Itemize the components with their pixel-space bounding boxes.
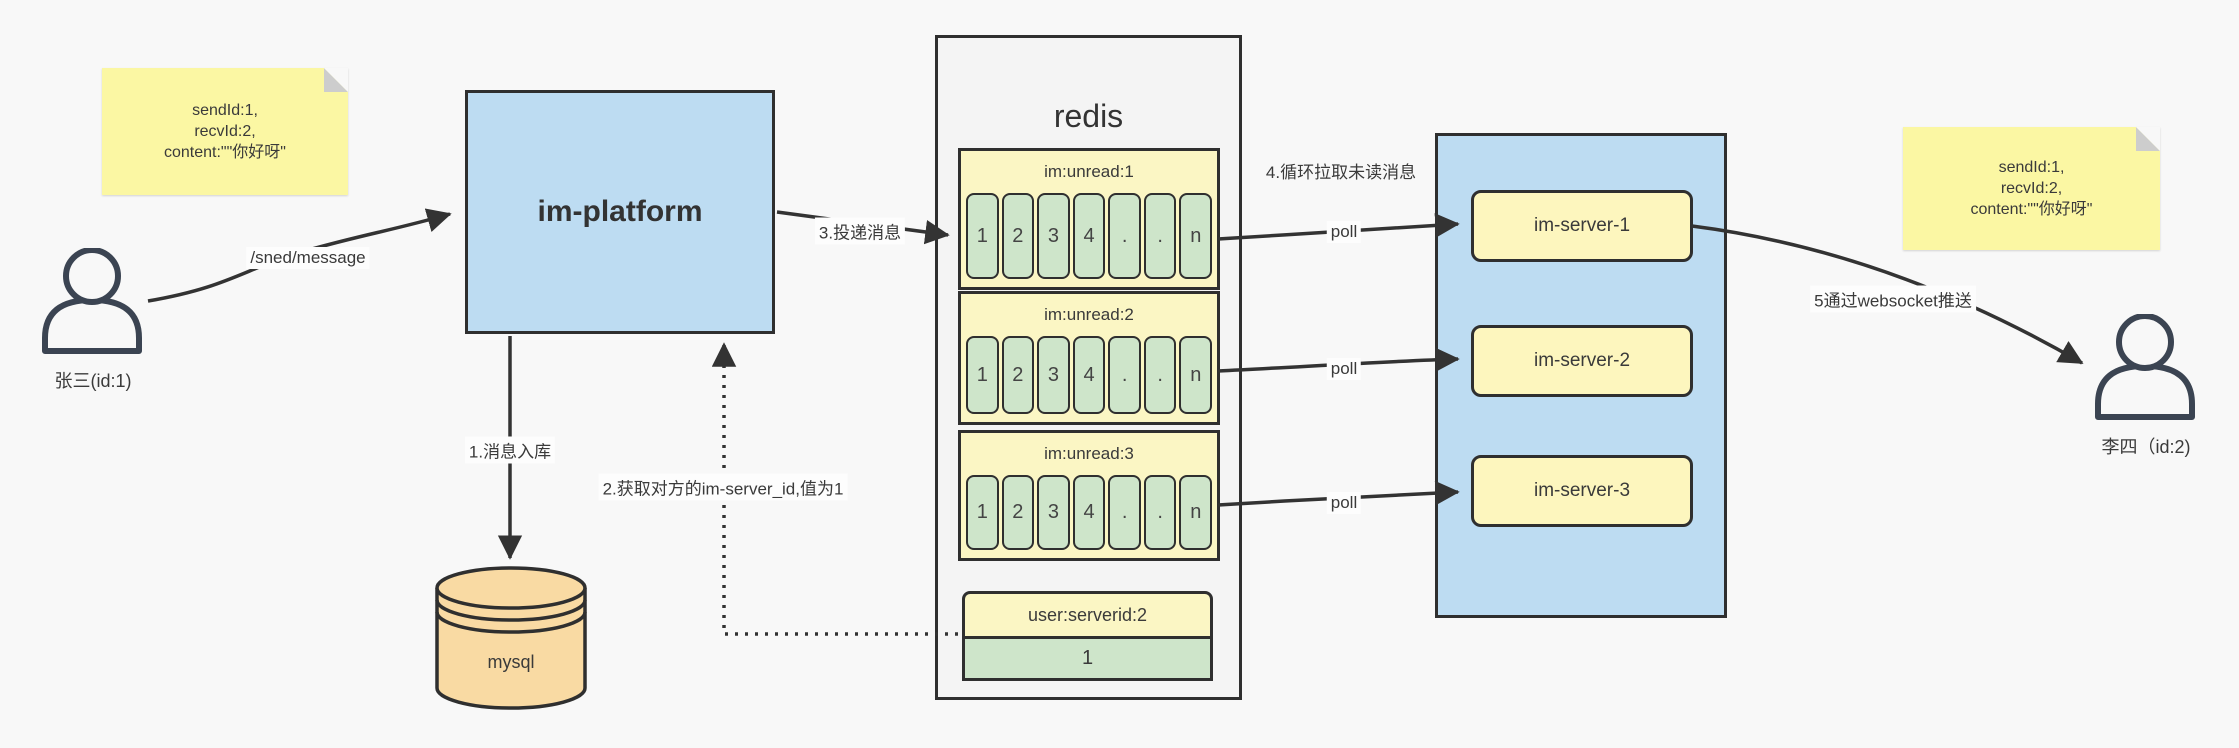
kv-value: 1	[965, 636, 1210, 678]
queue-cell: 1	[966, 336, 999, 414]
queue-cell: .	[1143, 475, 1177, 550]
person-icon	[2095, 313, 2195, 420]
database-cylinder-icon	[435, 566, 587, 710]
queue-cell: n	[1179, 475, 1213, 550]
im-server-2-label: im-server-2	[1533, 350, 1631, 371]
im-server-2-node[interactable]: im-server-2	[1471, 325, 1693, 397]
queue-cell: .	[1143, 193, 1177, 279]
edge-label-poll-3: poll	[1326, 492, 1362, 514]
queue-header: im:unread:1	[1044, 162, 1134, 181]
edge-label-poll-2: poll	[1326, 358, 1362, 380]
queue-cell: 3	[1037, 336, 1070, 414]
note-fold-icon	[2136, 127, 2160, 151]
note-line: sendId:1,	[1998, 159, 2065, 176]
queue-cell: 2	[1001, 193, 1035, 279]
queue-cells: 1 2 3 4 . . n	[961, 475, 1217, 558]
note-fold-icon	[324, 68, 348, 92]
edge-label-push: 5通过websocket推送	[1810, 285, 1976, 313]
queue-cells: 1 2 3 4 . . n	[961, 336, 1217, 422]
mysql-node[interactable]: mysql	[433, 564, 589, 716]
im-server-3-label: im-server-3	[1533, 480, 1631, 501]
queue-cell: 3	[1037, 475, 1070, 550]
queue-im-unread-2[interactable]: im:unread:2 1 2 3 4 . . n	[958, 291, 1220, 425]
kv-user-serverid[interactable]: user:serverid:2 1	[962, 591, 1213, 681]
im-server-3-node[interactable]: im-server-3	[1471, 455, 1693, 527]
actor-sender[interactable]: 张三(id:1)	[37, 247, 149, 393]
actor-sender-label: 张三(id:1)	[54, 371, 132, 391]
queue-cell: 4	[1072, 475, 1106, 550]
queue-cell: .	[1108, 475, 1141, 550]
edge-label-deliver: 3.投递消息	[814, 217, 906, 245]
queue-cell: n	[1179, 336, 1213, 414]
queue-header: im:unread:2	[1044, 305, 1134, 324]
queue-cell: 1	[966, 193, 999, 279]
queue-cell: 1	[966, 475, 999, 550]
queue-cell: 4	[1072, 336, 1106, 414]
queue-im-unread-1[interactable]: im:unread:1 1 2 3 4 . . n	[958, 148, 1220, 290]
im-server-1-node[interactable]: im-server-1	[1471, 190, 1693, 262]
actor-receiver-label: 李四（id:2)	[2101, 437, 2191, 457]
queue-cell: 2	[1001, 336, 1035, 414]
queue-cell: 4	[1072, 193, 1106, 279]
redis-container[interactable]: redis im:unread:1 1 2 3 4 . . n im:unrea…	[935, 35, 1242, 700]
note-line: sendId:1,	[192, 102, 258, 119]
note-line: recvId:2,	[194, 123, 256, 140]
note-line: recvId:2,	[2000, 180, 2063, 197]
queue-cell: .	[1108, 336, 1141, 414]
sticky-note-right[interactable]: sendId:1, recvId:2, content:""你好呀"	[1903, 127, 2160, 250]
queue-cell: 3	[1037, 193, 1070, 279]
im-server-cluster[interactable]: im-server-1 im-server-2 im-server-3	[1435, 133, 1727, 618]
person-icon	[42, 247, 142, 354]
actor-receiver[interactable]: 李四（id:2)	[2090, 313, 2202, 459]
im-server-1-label: im-server-1	[1533, 215, 1631, 236]
note-line: content:""你好呀"	[164, 144, 286, 161]
queue-header: im:unread:3	[1044, 444, 1134, 463]
sticky-note-left[interactable]: sendId:1, recvId:2, content:""你好呀"	[102, 68, 348, 195]
queue-cell: 2	[1001, 475, 1035, 550]
queue-im-unread-3[interactable]: im:unread:3 1 2 3 4 . . n	[958, 430, 1220, 561]
edge-label-lookup: 2.获取对方的im-server_id,值为1	[598, 473, 848, 501]
im-platform-node[interactable]: im-platform	[465, 90, 775, 334]
edge-label-pull: 4.循环拉取未读消息	[1262, 162, 1420, 183]
queue-cell: n	[1179, 193, 1213, 279]
im-platform-label: im-platform	[537, 195, 703, 228]
redis-title: redis	[1053, 98, 1124, 134]
edge-label-store: 1.消息入库	[464, 436, 556, 464]
edge-label-send: /sned/message	[246, 247, 370, 269]
queue-cells: 1 2 3 4 . . n	[961, 193, 1217, 287]
mysql-label: mysql	[487, 652, 535, 672]
edge-label-poll-1: poll	[1326, 221, 1362, 243]
note-line: content:""你好呀"	[1970, 201, 2093, 218]
kv-key: user:serverid:2	[1027, 604, 1148, 625]
queue-cell: .	[1108, 193, 1141, 279]
queue-cell: .	[1143, 336, 1177, 414]
